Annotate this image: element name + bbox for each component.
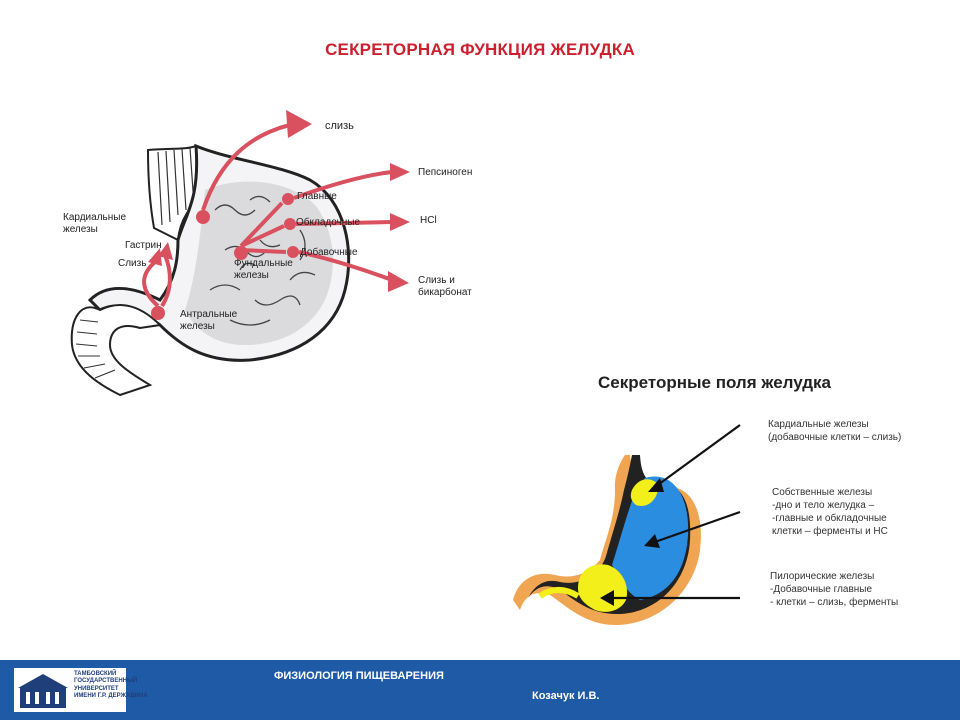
label-glavnye: Главные (297, 191, 337, 202)
page-title: СЕКРЕТОРНАЯ ФУНКЦИЯ ЖЕЛУДКА (325, 40, 635, 59)
logo-text: ТАМБОВСКИЙ ГОСУДАРСТВЕННЫЙ УНИВЕРСИТЕТ И… (74, 671, 148, 700)
label-piloricheskie: Пилорические железы -Добавочные главные … (770, 571, 899, 608)
yellow-cardia (630, 479, 659, 506)
duodenum (70, 304, 163, 397)
field-arrows (608, 424, 741, 600)
secretory-fields-diagram (513, 424, 741, 625)
label-sliz-top: слизь (325, 120, 354, 132)
label-gastrin: Гастрин (125, 240, 162, 251)
label-sliz-bikarbonat: Слизь и бикарбонат (418, 275, 472, 298)
label-obkladochnye: Обкладочные (296, 217, 361, 228)
footer-bar: ТАМБОВСКИЙ ГОСУДАРСТВЕННЫЙ УНИВЕРСИТЕТ И… (0, 660, 960, 720)
stomach-secretion-diagram (70, 110, 741, 625)
label-kardialnye: Кардиальные железы (63, 212, 127, 235)
blue-fundus-body (612, 476, 689, 600)
mucosa-folds (209, 195, 316, 326)
label-kardialnye-right: Кардиальные железы (добавочные клетки – … (768, 419, 902, 443)
label-sobstvennye: Собственные железы -дно и тело желудка –… (772, 487, 888, 537)
label-sliz-left: Слизь (118, 258, 147, 269)
secretory-fields-title: Секреторные поля желудка (598, 373, 832, 392)
footer-author: Козачук И.В. (532, 690, 600, 702)
yellow-pylorus (578, 564, 628, 612)
footer-course: ФИЗИОЛОГИЯ ПИЩЕВАРЕНИЯ (274, 670, 444, 682)
label-dobavochnye: Добавочные (300, 247, 358, 258)
label-antralnye: Антральные железы (180, 309, 238, 332)
building-icon (18, 674, 68, 708)
duodenum-texture (75, 319, 116, 379)
secretion-arrows (142, 123, 393, 308)
label-fundalnye: Фундальные железы (234, 258, 293, 281)
label-pepsinogen: Пепсиноген (418, 167, 473, 178)
field-arrow-heads (600, 478, 664, 606)
arrow-heads (148, 110, 410, 292)
label-hcl: HCl (420, 215, 437, 226)
university-logo: ТАМБОВСКИЙ ГОСУДАРСТВЕННЫЙ УНИВЕРСИТЕТ И… (14, 668, 148, 712)
stomach-lining (185, 181, 333, 345)
